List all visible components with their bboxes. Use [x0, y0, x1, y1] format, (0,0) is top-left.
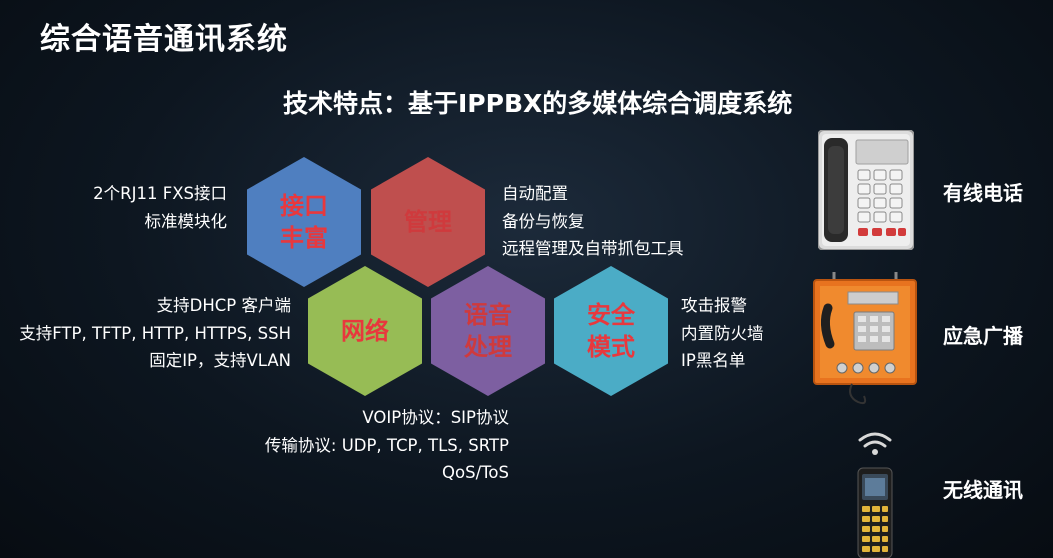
- network-features: 支持DHCP 客户端 支持FTP, TFTP, HTTP, HTTPS, SSH…: [19, 292, 291, 375]
- wireless-phone-icon: [857, 432, 893, 558]
- feature-line: 标准模块化: [144, 211, 228, 231]
- feature-line: 远程管理及自带抓包工具: [502, 239, 684, 258]
- security-features: 攻击报警 内置防火墙 IP黑名单: [681, 292, 764, 375]
- emergency-phone-box-icon: [813, 272, 917, 405]
- hex-interface: 接口 丰富: [247, 157, 361, 287]
- feature-line: 自动配置: [502, 184, 568, 203]
- feature-line: 内置防火墙: [681, 323, 764, 343]
- management-features: 自动配置 备份与恢复 远程管理及自带抓包工具: [502, 180, 684, 263]
- voice-features: VOIP协议：SIP协议 传输协议: UDP, TCP, TLS, SRTP Q…: [265, 404, 509, 487]
- hex-network-label: 网络: [341, 317, 389, 345]
- feature-line: 支持DHCP 客户端: [156, 296, 291, 315]
- device-label-wired: 有线电话: [943, 181, 1023, 205]
- feature-line: 支持FTP, TFTP, HTTP, HTTPS, SSH: [19, 323, 291, 343]
- hex-security-label: 安全 模式: [587, 301, 635, 361]
- hex-network: 网络: [308, 266, 422, 396]
- interface-features: 2个RJ11 FXS接口 标准模块化: [93, 180, 227, 235]
- feature-line: 传输协议: UDP, TCP, TLS, SRTP: [264, 435, 509, 455]
- hex-management: 管理: [371, 157, 485, 287]
- feature-line: IP黑名单: [681, 351, 746, 370]
- slide-subtitle: 技术特点：基于IPPBX的多媒体综合调度系统: [283, 89, 793, 118]
- feature-line: QoS/ToS: [442, 463, 509, 482]
- device-label-wireless: 无线通讯: [943, 478, 1023, 502]
- device-label-emergency: 应急广播: [943, 324, 1023, 348]
- hex-interface-label: 接口 丰富: [280, 192, 328, 252]
- feature-line: 攻击报警: [681, 296, 747, 315]
- desk-phone-icon: [818, 130, 914, 250]
- hex-security: 安全 模式: [554, 266, 668, 396]
- hex-voice: 语音 处理: [431, 266, 545, 396]
- hex-voice-label: 语音 处理: [464, 301, 512, 361]
- feature-line: 固定IP，支持VLAN: [149, 351, 291, 370]
- hex-management-label: 管理: [404, 208, 452, 236]
- feature-line: 备份与恢复: [502, 211, 585, 231]
- slide-title: 综合语音通讯系统: [40, 22, 288, 57]
- feature-line: VOIP协议：SIP协议: [362, 408, 509, 427]
- feature-line: 2个RJ11 FXS接口: [93, 184, 227, 203]
